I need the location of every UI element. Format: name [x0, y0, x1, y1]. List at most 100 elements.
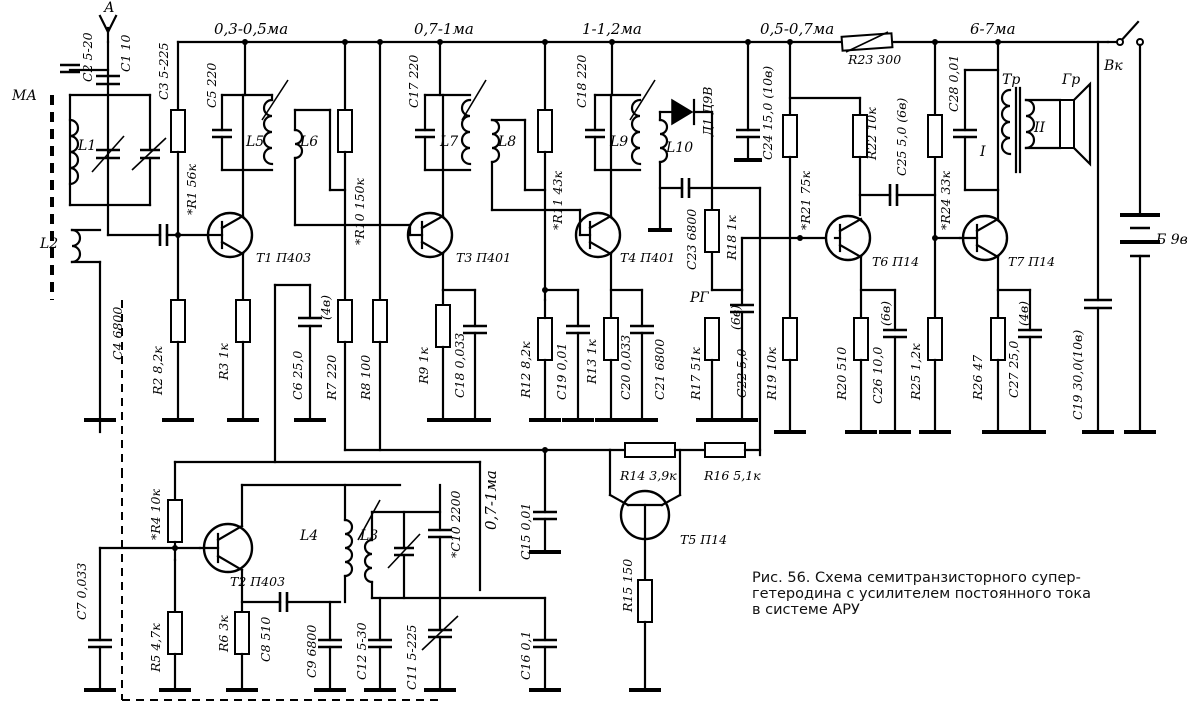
- c11-label: C11 5-225: [404, 624, 419, 690]
- stage-t6: 0,5-0,7ма R23 300 C24 15,0 (10в) *R21 75…: [734, 20, 935, 432]
- c24-label: C24 15,0 (10в): [760, 66, 775, 160]
- c9-label: C9 6800: [304, 625, 319, 678]
- r13-label: R13 1к: [584, 339, 599, 385]
- r20-label: R20 510: [834, 347, 849, 401]
- r25-label: R25 1,2к: [908, 343, 923, 401]
- c19-label: C19 0,01: [554, 343, 569, 400]
- current-label-6: 0,7-1ма: [482, 470, 500, 530]
- c20-label: C20 0,033: [618, 335, 633, 400]
- vk-label: Вк: [1103, 58, 1123, 74]
- battery-label: Б 9в: [1155, 232, 1188, 248]
- current-label-5: 6-7ма: [970, 20, 1016, 38]
- r16-resistor: [705, 443, 745, 457]
- c28-label: C28 0,01: [946, 55, 961, 112]
- r12-label: R12 8,2к: [518, 341, 533, 399]
- c27-label: C27 25,0: [1006, 341, 1021, 398]
- t1-label: T1 П403: [256, 250, 311, 265]
- c18-label: C18 0,033: [452, 333, 467, 398]
- top-supply-rail: [178, 39, 1108, 45]
- c26-label: C26 10,0: [870, 347, 885, 404]
- r22-label: R22 10к: [864, 107, 879, 161]
- c7-label: C7 0,033: [74, 563, 89, 620]
- caption-line-3: в системе АРУ: [752, 602, 1192, 618]
- r2-label: R2 8,2к: [150, 346, 165, 396]
- stage-t7-output: 6-7ма C28 0,01 Тр Гр I II *R24 33к T7 П1…: [908, 20, 1188, 432]
- l1-label: L1: [77, 138, 96, 154]
- c26-voltage-label: (6в): [878, 301, 893, 326]
- r7-label: R7 220: [324, 355, 339, 401]
- c3-label: C3 5-225: [156, 42, 171, 100]
- c6-voltage-label: (4в): [318, 295, 333, 320]
- r11-label: *R11 43к: [550, 171, 565, 230]
- c18b-label: C18 220: [574, 55, 589, 108]
- r8-label: R8 100: [358, 355, 373, 401]
- r9-label: R9 1к: [416, 347, 431, 385]
- d1-diode: [672, 100, 692, 124]
- d1-label: Д1 Д9В: [700, 87, 715, 137]
- c6-label: C6 25,0: [290, 351, 305, 400]
- gr-label: Гр: [1061, 72, 1080, 88]
- oscillator-t2: 0,7-1ма *R4 10к C7 0,033 T2 П403 L4 L3 *…: [74, 300, 561, 700]
- r16-label: R16 5,1к: [703, 468, 761, 483]
- caption-line-1: Рис. 56. Схема семитранзисторного супер-: [752, 570, 1192, 586]
- l3-label: L3: [359, 528, 378, 544]
- r19-label: R19 10к: [764, 347, 779, 401]
- t4-label: T4 П401: [620, 250, 675, 265]
- c22-voltage-label: (6в): [728, 305, 743, 330]
- caption-line-2: гетеродина с усилителем постоянного тока: [752, 586, 1192, 602]
- c27-voltage-label: (4в): [1016, 301, 1031, 326]
- c10-label: *C10 2200: [448, 490, 463, 558]
- r26-label: R26 47: [970, 355, 985, 401]
- t5-label: T5 П14: [680, 532, 727, 547]
- figure-caption: Рис. 56. Схема семитранзисторного супер-…: [752, 570, 1192, 618]
- r23-label: R23 300: [847, 52, 901, 67]
- r24-label: *R24 33к: [938, 171, 953, 230]
- l6-label: L6: [299, 134, 318, 150]
- t7-label: T7 П14: [1008, 254, 1055, 269]
- current-label-3: 1-1,2ма: [582, 20, 642, 38]
- c19b-label: C19 30,0(10в): [1070, 330, 1085, 420]
- pi-label: РГ: [689, 290, 709, 306]
- r23-resistor: [842, 32, 893, 52]
- r14-label: R14 3,9к: [619, 468, 677, 483]
- c22-label: C22 5,0: [734, 349, 749, 398]
- c8-label: C8 510: [258, 617, 273, 662]
- current-label-2: 0,7-1ма: [414, 20, 474, 38]
- l7-label: L7: [439, 134, 458, 150]
- c15-label: C15 0,01: [518, 503, 533, 560]
- current-label-4: 0,5-0,7ма: [760, 20, 834, 38]
- r6-label: R6 3к: [216, 615, 231, 653]
- r5-label: R5 4,7к: [148, 623, 163, 673]
- winding-2-label: II: [1033, 120, 1046, 136]
- c2-label: C2 5-20: [80, 32, 95, 82]
- c17-label: C17 220: [406, 55, 421, 108]
- r3-label: R3 1к: [216, 343, 231, 381]
- l2-label: L2: [39, 236, 58, 252]
- c23-label: C23 6800: [684, 209, 699, 270]
- r15-label: R15 150: [620, 559, 635, 613]
- c25-label: C25 5,0 (6в): [894, 98, 909, 176]
- r18-label: R18 1к: [724, 215, 739, 261]
- l8-label: L8: [497, 134, 516, 150]
- c1-label: C1 10: [118, 35, 133, 72]
- speaker: [1060, 100, 1074, 148]
- stage-t1: 0,3-0,5ма C5 220 L5 L6 *R1 56к *R10 150к…: [150, 20, 410, 462]
- stage-t3: 0,7-1ма C17 220 L7 L8 *R11 43к T3 П401 R…: [406, 20, 594, 420]
- l5-label: L5: [245, 134, 264, 150]
- l10-label: L10: [665, 140, 693, 156]
- r1-label: *R1 56к: [184, 164, 199, 215]
- c16-label: C16 0,1: [518, 631, 533, 680]
- c5-label: C5 220: [204, 63, 219, 108]
- l4-label: L4: [299, 528, 318, 544]
- antenna-label: А: [103, 0, 115, 16]
- r14-resistor: [625, 443, 675, 457]
- r17-label: R17 51к: [688, 347, 703, 401]
- winding-1-label: I: [979, 144, 986, 160]
- c21-label: C21 6800: [652, 339, 667, 400]
- t6-label: T6 П14: [872, 254, 919, 269]
- t2-label: T2 П403: [230, 574, 285, 589]
- t6-transistor: [826, 216, 870, 260]
- l9-label: L9: [609, 134, 628, 150]
- r4-label: *R4 10к: [148, 489, 163, 540]
- ma-label: МА: [11, 88, 37, 104]
